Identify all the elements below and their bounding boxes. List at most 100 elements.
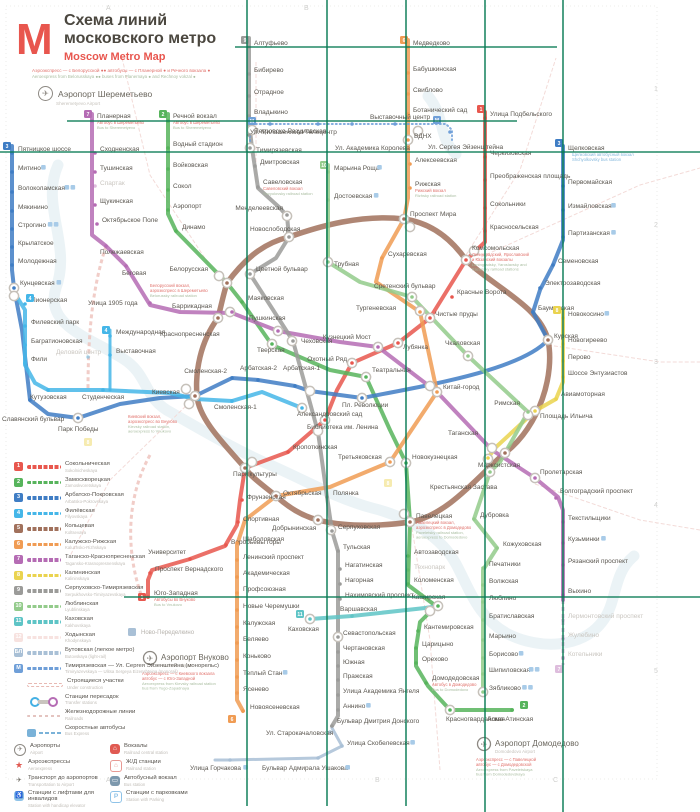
- station-Пионерская[interactable]: Пионерская: [23, 297, 68, 306]
- station-Нахимовский проспект[interactable]: Нахимовский проспект: [338, 591, 414, 601]
- station-Лубянка[interactable]: Лубянка: [396, 341, 428, 351]
- station-Пятницкое шоссе[interactable]: Пятницкое шоссе: [10, 146, 71, 155]
- station-Сокольники[interactable]: Сокольники: [483, 201, 526, 210]
- station-Шипиловская[interactable]: Шипиловская: [481, 667, 540, 676]
- station-Волоколамская[interactable]: Волоколамская: [10, 185, 76, 194]
- station-Автозаводская[interactable]: Автозаводская: [406, 549, 459, 558]
- station-Китай-город[interactable]: Китай-город: [435, 383, 480, 394]
- station-Чкаловская[interactable]: Чкаловская: [445, 340, 481, 358]
- station-Котельники[interactable]: Котельники: [561, 651, 603, 660]
- station-Динамо[interactable]: Динамо: [174, 224, 206, 233]
- station-Нагорная[interactable]: Нагорная: [338, 577, 374, 586]
- station-Волгоградский проспект[interactable]: Волгоградский проспект: [554, 487, 633, 500]
- station-Октябрьское Поле[interactable]: Октябрьское Поле: [95, 216, 158, 226]
- station-Выхино[interactable]: Выхино: [561, 588, 591, 597]
- station-Сухаревская[interactable]: Сухаревская: [380, 251, 427, 260]
- station-Нагатинская[interactable]: Нагатинская: [338, 562, 383, 571]
- station-Красносельская[interactable]: Красносельская: [483, 224, 539, 233]
- station-Митино[interactable]: Митино: [10, 165, 46, 174]
- station-Площадь Ильича[interactable]: Площадь Ильича: [533, 409, 593, 420]
- station-Щукинская[interactable]: Щукинская: [93, 198, 133, 207]
- station-Технопарк[interactable]: Технопарк: [406, 564, 445, 572]
- station-Свиблово[interactable]: Свиблово: [406, 86, 443, 96]
- station-Международная[interactable]: Международная: [108, 329, 166, 338]
- station-Борисово[interactable]: Борисово: [481, 651, 524, 660]
- station-Арбатская-1[interactable]: Арбатская-1: [283, 364, 320, 388]
- station-Кузьминки[interactable]: Кузьминки: [561, 536, 606, 545]
- airport-Аэропорт Домодедово[interactable]: ✈Аэропорт ДомодедовоDomodedovo AirportАэ…: [476, 736, 579, 777]
- station-Коньково[interactable]: Коньково: [235, 653, 271, 662]
- station-Бабушкинская[interactable]: Бабушкинская: [406, 65, 457, 75]
- station-Алма-Атинская[interactable]: Алма-Атинская: [487, 708, 534, 723]
- station-Новые Черемушки[interactable]: Новые Черемушки: [235, 603, 300, 612]
- station-Менделеевская[interactable]: Менделеевская: [235, 205, 289, 217]
- station-Октябрьская[interactable]: Октябрьская: [274, 489, 322, 498]
- station-Новоясеневская[interactable]: Новоясеневская: [241, 704, 300, 713]
- station-Беговая[interactable]: Беговая: [122, 264, 147, 277]
- station-Первомайская[interactable]: Первомайская: [561, 178, 612, 188]
- station-Парк Победы[interactable]: Парк Победы: [58, 416, 99, 433]
- station-Отрадное[interactable]: Отрадное: [247, 89, 284, 98]
- station-Цветной бульвар[interactable]: Цветной бульвар: [248, 265, 308, 276]
- station-Волжская[interactable]: Волжская: [481, 578, 519, 587]
- sheremetyevo-airport-label[interactable]: ✈ Аэропорт Шереметьево Sheremetyevo Airp…: [38, 86, 152, 106]
- station-Тульская[interactable]: Тульская: [336, 544, 371, 553]
- station-Марьино[interactable]: Марьино: [481, 633, 516, 642]
- station-Улица Подбельского[interactable]: Улица Подбельского: [483, 110, 552, 120]
- station-Электрозаводская[interactable]: Электрозаводская: [538, 280, 601, 290]
- station-Алексеевская[interactable]: Алексеевская: [408, 157, 457, 166]
- station-Смоленская-1[interactable]: Смоленская-1: [214, 399, 257, 411]
- station-Тургеневская[interactable]: Тургеневская: [356, 305, 422, 314]
- station-Мякинино[interactable]: Мякинино: [10, 204, 48, 213]
- station-Печатники[interactable]: Печатники: [481, 561, 521, 570]
- station-Спартак[interactable]: Спартак: [93, 180, 125, 188]
- station-Кропоткинская[interactable]: Кропоткинская: [286, 444, 338, 454]
- station-Новокузнецкая[interactable]: Новокузнецкая: [404, 454, 458, 465]
- station-Филевский парк[interactable]: Филевский парк: [23, 318, 79, 328]
- station-Тверская[interactable]: Тверская: [257, 342, 285, 354]
- station-Дубровка[interactable]: Дубровка: [472, 511, 509, 521]
- station-Петровско-Разумовская[interactable]: Петровско-Разумовская: [247, 128, 327, 137]
- station-Новогиреево[interactable]: Новогиреево: [561, 337, 608, 346]
- station-Каховская[interactable]: Каховская: [288, 617, 319, 633]
- station-Аннино[interactable]: Аннино: [336, 703, 371, 712]
- station-Воробьевы горы[interactable]: Воробьевы горы: [224, 538, 281, 547]
- station-Александровский сад[interactable]: Александровский сад: [297, 406, 363, 418]
- station-ВДНХ[interactable]: ВДНХ: [406, 133, 432, 142]
- station-Спортивная[interactable]: Спортивная: [236, 516, 280, 524]
- station-Перово[interactable]: Перово: [561, 354, 591, 363]
- station-Арбатская-2[interactable]: Арбатская-2: [240, 364, 277, 382]
- station-Владыкино[interactable]: Владыкино: [247, 109, 288, 118]
- station-Улица Академика Янгеля[interactable]: Улица Академика Янгеля: [336, 688, 420, 697]
- station-Чеховская[interactable]: Чеховская: [291, 338, 333, 345]
- station-Орехово[interactable]: Орехово: [414, 656, 448, 665]
- station-Красные Ворота[interactable]: Красные Ворота: [450, 289, 507, 299]
- station-Выставочный центр[interactable]: Выставочный центр: [370, 113, 431, 126]
- station-Водный стадион[interactable]: Водный стадион: [166, 140, 223, 150]
- station-Смоленская-2[interactable]: Смоленская-2: [184, 368, 234, 380]
- station-Пл. Революции[interactable]: Пл. Революции: [342, 396, 389, 409]
- station-Авиамоторная[interactable]: Авиамоторная: [554, 391, 605, 401]
- station-Крестьянская Застава[interactable]: Крестьянская Застава: [430, 470, 498, 491]
- station-Бульвар Дмитрия Донского[interactable]: Бульвар Дмитрия Донского: [330, 718, 420, 728]
- station-Сретенский бульвар[interactable]: Сретенский бульвар: [374, 282, 436, 299]
- station-Театральная[interactable]: Театральная: [364, 367, 411, 379]
- station-Тимирязевская[interactable]: Тимирязевская: [248, 146, 302, 154]
- station-Партизанская[interactable]: Партизанская: [561, 230, 616, 239]
- station-Новослободская[interactable]: Новослободская: [250, 225, 301, 239]
- station-Измайловская[interactable]: Измайловская: [561, 202, 616, 212]
- station-Кантемировская[interactable]: Кантемировская: [416, 624, 474, 633]
- station-Добрынинская[interactable]: Добрынинская: [272, 518, 320, 532]
- station-Калужская[interactable]: Калужская: [235, 620, 276, 629]
- station-Ул. Милашенкова[interactable]: Ул. Милашенкова: [250, 122, 304, 136]
- station-Славянский бульвар[interactable]: Славянский бульвар: [2, 398, 65, 423]
- station-Беляево[interactable]: Беляево: [235, 636, 269, 645]
- station-Профсоюзная[interactable]: Профсоюзная: [235, 586, 286, 595]
- station-Полежаевская[interactable]: Полежаевская: [100, 244, 144, 256]
- station-Тушинская[interactable]: Тушинская: [93, 165, 133, 174]
